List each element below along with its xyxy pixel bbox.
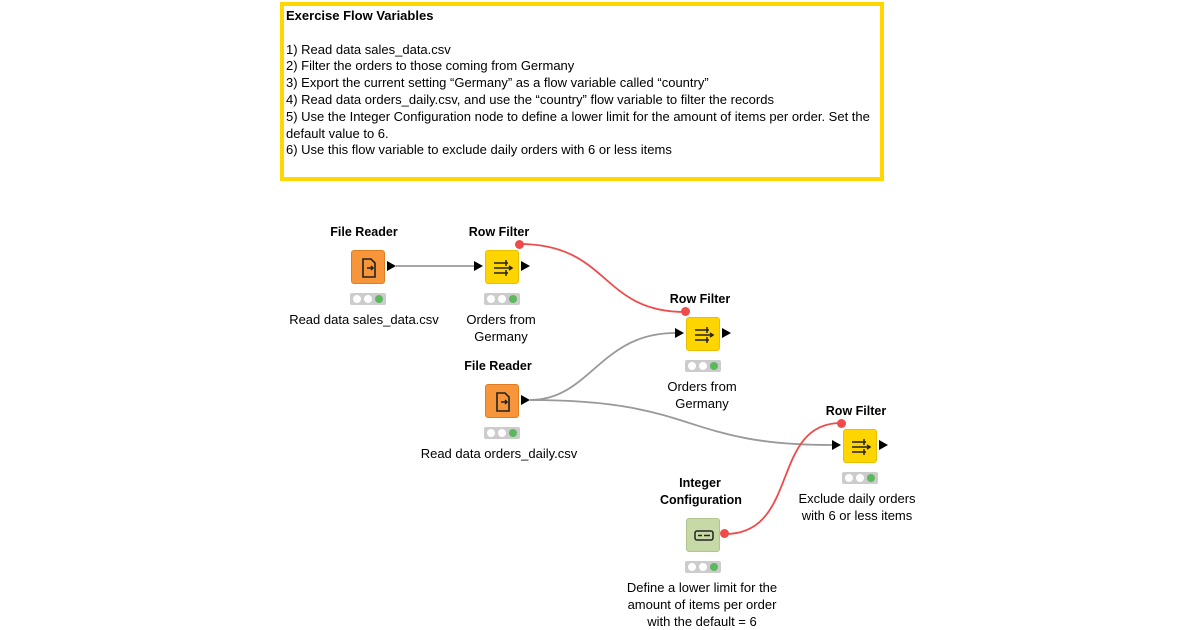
annotation-step-2: 2) Filter the orders to those coming fro…	[286, 58, 575, 74]
flow-variable-connection-intconfig-rowfilter3[interactable]	[724, 422, 842, 535]
annotation-step-4: 4) Read data orders_daily.csv, and use t…	[286, 91, 774, 107]
node-description[interactable]: Read data sales_data.csv	[289, 312, 439, 327]
annotation-title: Exercise Flow Variables	[286, 8, 434, 23]
traffic-light-status	[350, 293, 386, 305]
workflow-annotation[interactable]: Exercise Flow Variables 1) Read data sal…	[280, 2, 884, 181]
node-name: Row Filter	[468, 225, 530, 239]
file-reader-icon[interactable]	[485, 384, 519, 418]
row-filter-icon[interactable]	[485, 250, 519, 284]
traffic-light-status	[685, 360, 721, 372]
input-port[interactable]	[474, 261, 483, 271]
output-port[interactable]	[879, 440, 888, 450]
row-filter-icon[interactable]	[843, 429, 877, 463]
output-port[interactable]	[521, 261, 530, 271]
node-name: File Reader	[330, 225, 398, 239]
flow-variable-port[interactable]	[681, 307, 690, 316]
input-port[interactable]	[832, 440, 841, 450]
node-description[interactable]: Orders from Germany	[466, 312, 536, 344]
input-port[interactable]	[675, 328, 684, 338]
output-port[interactable]	[387, 261, 396, 271]
node-name: Row Filter	[669, 292, 731, 306]
traffic-light-status	[842, 472, 878, 484]
traffic-light-status	[685, 561, 721, 573]
traffic-light-status	[484, 427, 520, 439]
flow-variable-port[interactable]	[837, 419, 846, 428]
flow-variable-port[interactable]	[720, 529, 729, 538]
node-name: File Reader	[464, 359, 532, 373]
node-description[interactable]: Read data orders_daily.csv	[420, 446, 578, 461]
flow-variable-port[interactable]	[515, 240, 524, 249]
node-name: Row Filter	[825, 404, 887, 418]
row-filter-icon[interactable]	[686, 317, 720, 351]
node-description[interactable]: Orders from Germany	[667, 379, 737, 411]
annotation-step-1: 1) Read data sales_data.csv	[286, 41, 451, 57]
output-port[interactable]	[722, 328, 731, 338]
annotation-step-3: 3) Export the current setting “Germany” …	[286, 75, 709, 91]
annotation-step-5: 5) Use the Integer Configuration node to…	[286, 108, 870, 141]
node-name: Integer Configuration	[660, 476, 742, 507]
flow-variable-connection-rowfilter1-rowfilter2[interactable]	[518, 243, 686, 313]
output-port[interactable]	[521, 395, 530, 405]
traffic-light-status	[484, 293, 520, 305]
node-description[interactable]: Define a lower limit for the amount of i…	[626, 580, 778, 629]
annotation-step-6: 6) Use this flow variable to exclude dai…	[286, 142, 672, 158]
data-connection-filereader2-rowfilter3[interactable]	[529, 399, 833, 446]
node-description[interactable]: Exclude daily orders with 6 or less item…	[798, 491, 916, 523]
data-connection-filereader2-rowfilter2[interactable]	[529, 332, 676, 401]
integer-config-icon[interactable]	[686, 518, 720, 552]
file-reader-icon[interactable]	[351, 250, 385, 284]
